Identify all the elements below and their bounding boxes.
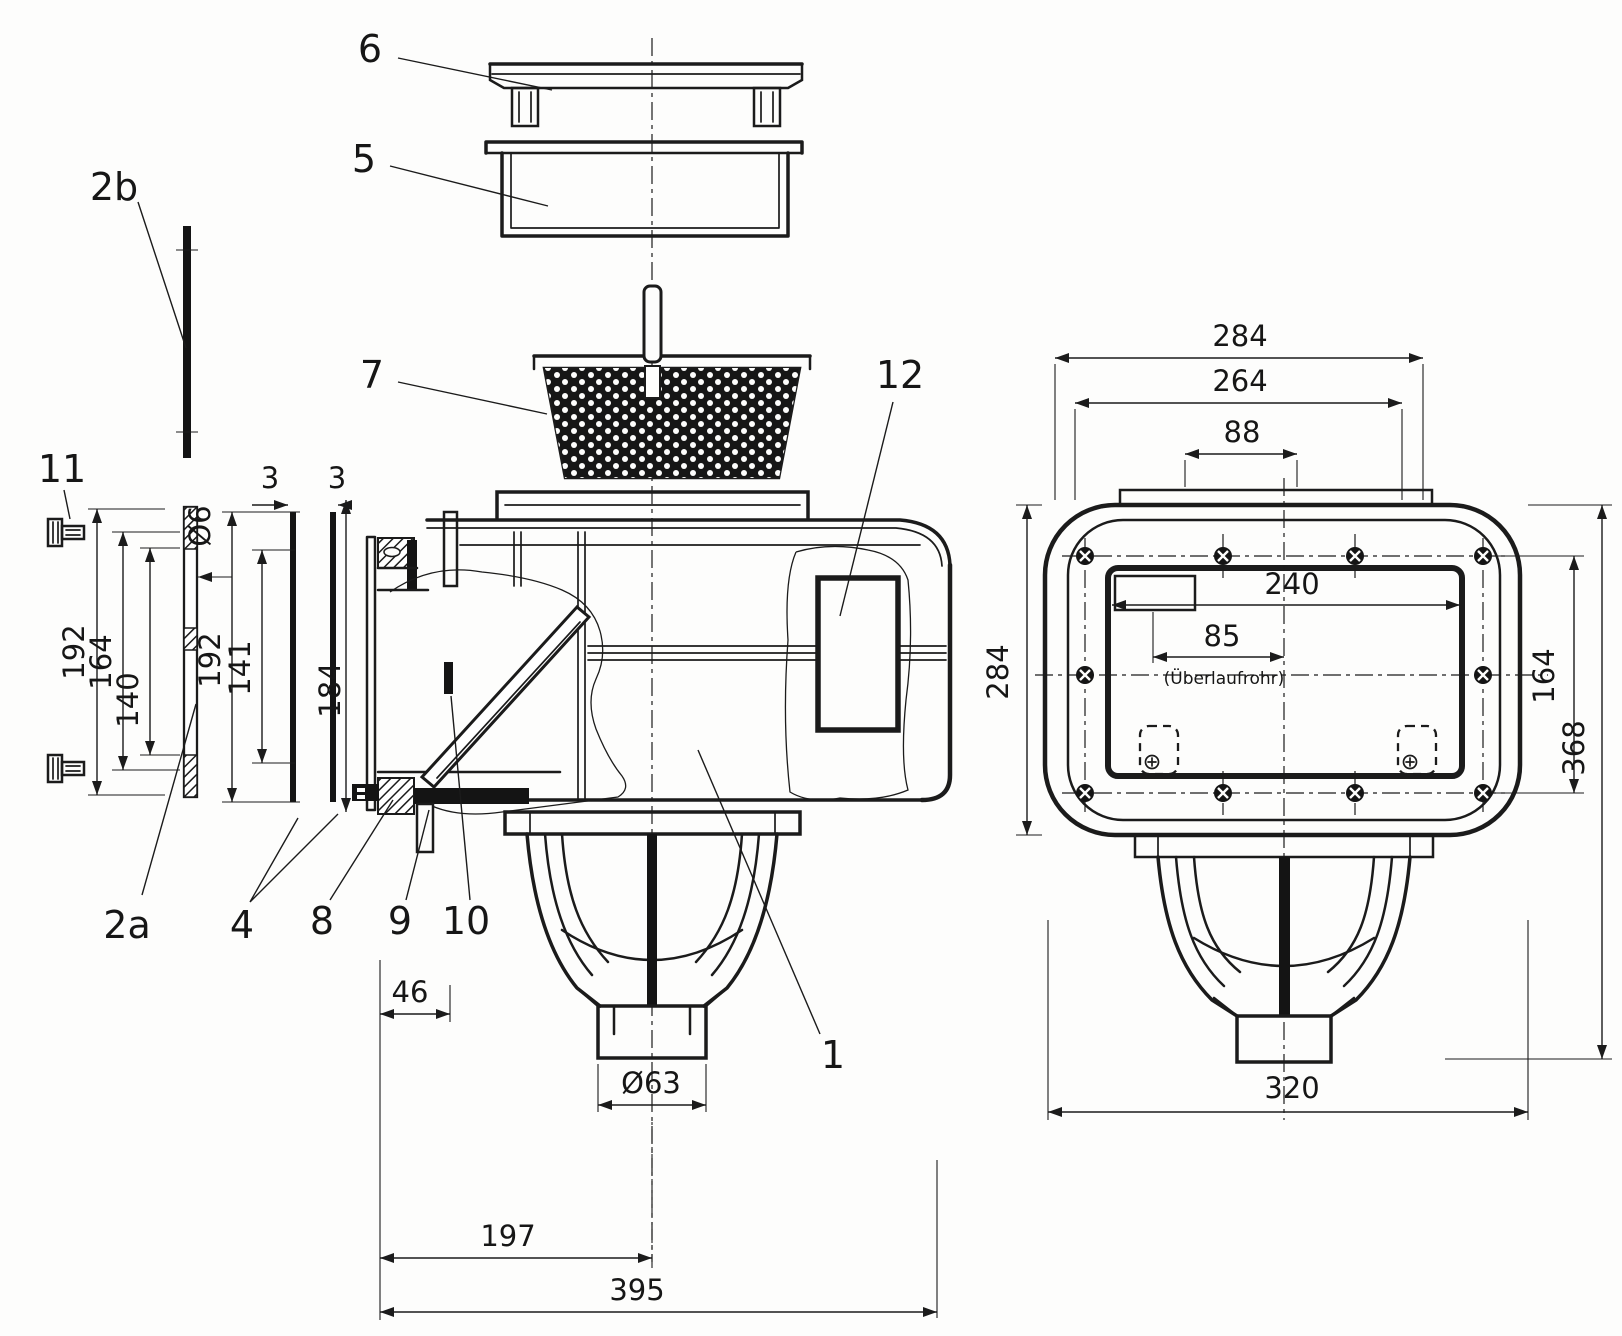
dim-mouth-height: 184 (313, 662, 347, 717)
callout-9: 9 (388, 899, 412, 943)
screw-symbol-bottom (46, 753, 86, 784)
screw-icon (1474, 784, 1492, 802)
gasket-a (290, 512, 296, 802)
dim-gasket-mid: 141 (223, 640, 257, 695)
callout-11: 11 (38, 447, 86, 491)
callout-4: 4 (230, 903, 254, 947)
dim-hole-dia: Ø6 (183, 505, 217, 546)
dim-overflow-offset: 85 (1204, 619, 1241, 653)
dim-outlet-pos: 197 (480, 1219, 535, 1253)
callout-8: 8 (310, 899, 334, 943)
callout-5: 5 (352, 137, 376, 181)
dim-overall-length: 395 (609, 1273, 664, 1307)
fastener-stack (46, 226, 336, 802)
callout-2b: 2b (90, 165, 138, 209)
callout-1: 1 (821, 1033, 845, 1077)
pivot-pin (444, 662, 453, 694)
callout-10: 10 (442, 899, 490, 943)
callout-12: 12 (876, 353, 924, 397)
overflow-window (815, 575, 901, 733)
extension-collar-part (484, 140, 804, 238)
screw-icon (1214, 547, 1232, 565)
dim-gasket-outer: 192 (193, 632, 227, 687)
side-view-dimensions: 184 46 Ø63 197 395 (313, 500, 938, 1320)
screw-icon (1346, 784, 1364, 802)
screw-icon (1346, 547, 1364, 565)
front-view-dimensions: 284 264 88 240 85 (Überlaufrohr) 284 164… (981, 319, 1612, 1120)
screw-icon (1474, 547, 1492, 565)
dim-plate-outer: 192 (57, 624, 91, 679)
left-stack-dimensions: 192 164 140 Ø6 192 141 3 3 (57, 461, 352, 803)
screw-icon (1076, 784, 1094, 802)
dim-opening-width: 240 (1264, 567, 1319, 601)
basket-handle-slot (644, 365, 661, 399)
dim-width-top: 284 (1212, 319, 1267, 353)
dim-plate-mid: 164 (84, 634, 118, 689)
frame-plate-2a (182, 505, 199, 799)
dim-plate-inner: 140 (111, 672, 145, 727)
gasket-b (330, 512, 336, 802)
dim-height-left: 284 (981, 644, 1015, 699)
front-opening (1105, 565, 1465, 779)
callout-7: 7 (360, 353, 384, 397)
screw-icon (1076, 666, 1094, 684)
basket-handle (642, 284, 663, 364)
dim-width-base: 320 (1264, 1071, 1319, 1105)
dim-gasket-thk-a: 3 (261, 461, 279, 495)
overflow-notch (1113, 574, 1197, 612)
cover-plate-2b (183, 226, 191, 458)
lid-part (488, 62, 804, 128)
callout-6: 6 (358, 27, 382, 71)
screw-icon (1076, 547, 1094, 565)
screw-icons (1076, 547, 1492, 802)
screw-icon (1214, 784, 1232, 802)
screw-icon (1474, 666, 1492, 684)
strainer-basket-part (532, 284, 812, 480)
dim-width-neck: 88 (1224, 415, 1261, 449)
dim-gasket-thk-b: 3 (328, 461, 346, 495)
dim-height-total: 368 (1557, 720, 1591, 775)
weir-flap (419, 604, 592, 790)
dim-front-offset: 46 (392, 975, 429, 1009)
dim-height-screws: 164 (1527, 648, 1561, 703)
dim-width-screws: 264 (1212, 364, 1267, 398)
screw-symbol-top (46, 517, 86, 548)
overflow-note: (Überlaufrohr) (1164, 667, 1285, 689)
dim-outlet-dia: Ø63 (621, 1066, 681, 1100)
part-callouts: 6 5 7 2b 11 12 1 2a 4 8 9 10 (38, 27, 924, 1077)
front-view (1035, 478, 1548, 1120)
side-section-view (352, 490, 953, 1060)
callout-2a: 2a (103, 903, 150, 947)
